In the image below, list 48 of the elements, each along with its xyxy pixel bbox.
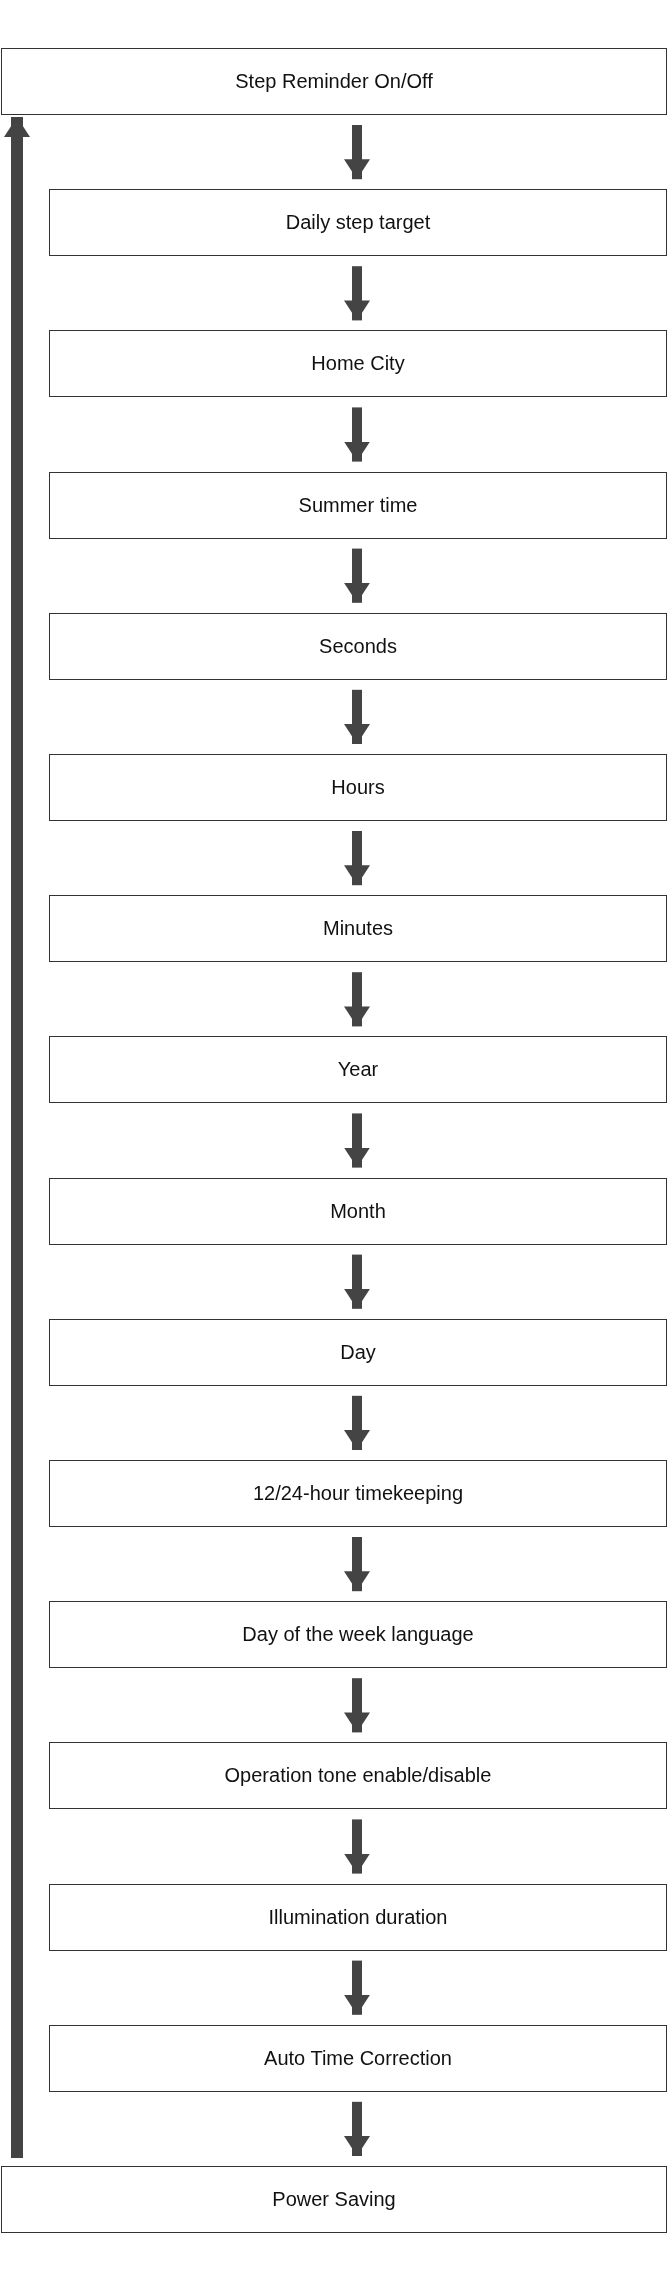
step-box	[49, 1460, 667, 1527]
step-label: Summer time	[298, 493, 418, 517]
step-label: Minutes	[323, 917, 393, 941]
step-box	[49, 330, 667, 398]
arrow	[344, 1395, 370, 1450]
arrow	[344, 1113, 370, 1168]
arrow	[344, 1537, 370, 1592]
step-box	[49, 612, 667, 680]
step-box	[49, 1036, 667, 1104]
step-label: Month	[330, 1199, 386, 1223]
arrow	[344, 1678, 370, 1733]
step-box	[49, 189, 667, 257]
step-box	[49, 2024, 667, 2092]
arrow	[344, 972, 370, 1027]
step-label: Daily step target	[285, 211, 431, 235]
arrow	[344, 1254, 370, 1309]
step-label: Hours	[331, 776, 385, 799]
step-box	[49, 1742, 667, 1810]
step-box	[1, 48, 667, 115]
step-box	[49, 1177, 667, 1245]
step-label: Operation tone enable/disable	[224, 1764, 492, 1788]
step-box	[49, 1601, 667, 1669]
arrow	[344, 2101, 370, 2156]
step-label: 12/24-hour timekeeping	[252, 1482, 464, 1505]
arrow	[4, 117, 30, 2158]
step-label: Year	[337, 1058, 379, 1082]
step-box	[49, 895, 667, 963]
step-label: Day of the week language	[242, 1623, 474, 1647]
arrow	[344, 831, 370, 886]
step-box	[49, 471, 667, 539]
step-label: Day	[340, 1340, 376, 1364]
step-label: Step Reminder On/Off	[235, 70, 433, 93]
arrow	[344, 1819, 370, 1874]
step-box	[49, 1883, 667, 1951]
step-label: Seconds	[319, 634, 397, 658]
step-label: Home City	[311, 352, 405, 376]
step-box	[49, 754, 667, 821]
step-label: Power Saving	[272, 2188, 396, 2211]
step-label: Auto Time Correction	[264, 2046, 452, 2070]
step-box	[1, 2166, 667, 2233]
arrow	[344, 1960, 370, 2015]
step-box	[49, 1318, 667, 1386]
arrow	[344, 548, 370, 603]
arrow	[344, 266, 370, 321]
step-label: Illumination duration	[268, 1905, 448, 1929]
arrow	[344, 407, 370, 462]
arrow	[344, 689, 370, 744]
arrow	[344, 125, 370, 180]
